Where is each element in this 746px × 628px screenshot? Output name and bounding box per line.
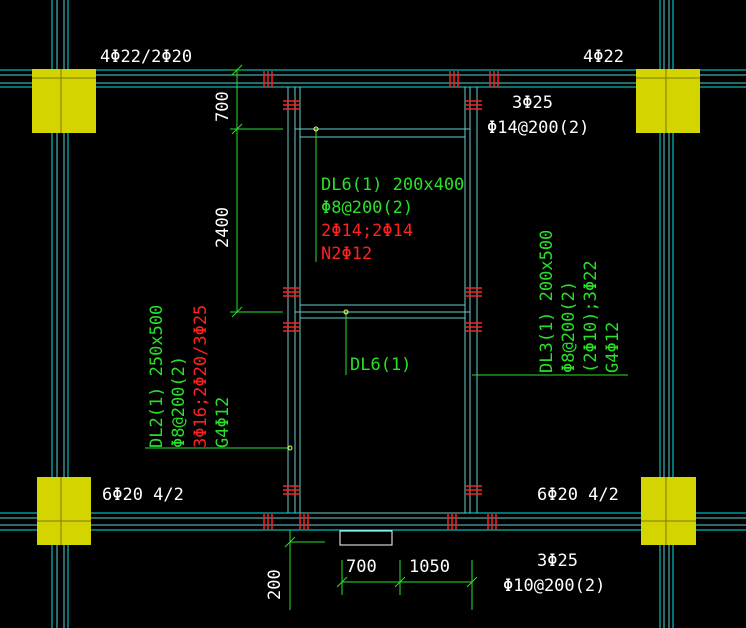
bottom-right-beam-stirrup-label: Φ10@200(2) — [503, 576, 605, 596]
dl6-line4: N2Φ12 — [321, 244, 372, 264]
dl2-line1: DL2(1) 250x500 — [147, 305, 167, 448]
column-top-left[interactable] — [32, 69, 96, 133]
dl3-beam-label[interactable]: DL3(1) 200x500 Φ8@200(2) (2Φ10);3Φ22 G4Φ… — [537, 230, 623, 373]
columns — [32, 69, 700, 545]
dl3-line4: G4Φ12 — [603, 322, 623, 373]
white-annotations: 4Φ22/2Φ20 4Φ22 3Φ25 Φ14@200(2) 6Φ20 4/2 … — [100, 47, 624, 600]
leader-lines — [145, 129, 628, 449]
dl6-short-label[interactable]: DL6(1) — [350, 355, 411, 375]
top-right-beam-top-label: 3Φ25 — [512, 93, 553, 113]
dimension-700-top: 700 — [213, 91, 233, 122]
dl2-line4: G4Φ12 — [213, 397, 233, 448]
dimension-200: 200 — [265, 569, 285, 600]
dimension-2400: 2400 — [213, 207, 233, 248]
dl3-line3: (2Φ10);3Φ22 — [581, 260, 601, 373]
bottom-right-beam-top-label: 3Φ25 — [537, 551, 578, 571]
top-left-rebar-label: 4Φ22/2Φ20 — [100, 47, 192, 67]
column-axis-overlay — [32, 69, 700, 545]
top-right-beam-stirrup-label: Φ14@200(2) — [487, 118, 589, 138]
column-bottom-left[interactable] — [37, 477, 91, 545]
dl3-line1: DL3(1) 200x500 — [537, 230, 557, 373]
column-bottom-right[interactable] — [641, 477, 696, 545]
dimension-700-bottom: 700 — [346, 557, 377, 577]
rebar-ticks — [263, 71, 499, 530]
dl2-line3: 3Φ16;2Φ20/3Φ25 — [191, 305, 211, 448]
bottom-right-rebar-label: 6Φ20 4/2 — [537, 485, 619, 505]
dl6-line3: 2Φ14;2Φ14 — [321, 221, 413, 241]
top-right-rebar-label: 4Φ22 — [583, 47, 624, 67]
bottom-left-rebar-label: 6Φ20 4/2 — [102, 485, 184, 505]
dimension-lines — [230, 64, 478, 610]
dimension-1050: 1050 — [409, 557, 450, 577]
column-top-right[interactable] — [636, 69, 700, 133]
dl3-line2: Φ8@200(2) — [559, 281, 579, 373]
dl6-beam-label[interactable]: DL6(1) 200x400 Φ8@200(2) 2Φ14;2Φ14 N2Φ12 — [321, 175, 464, 264]
leader-dots — [287, 126, 349, 451]
dl6-line2: Φ8@200(2) — [321, 198, 413, 218]
dl6-line1: DL6(1) 200x400 — [321, 175, 464, 195]
dl2-line2: Φ8@200(2) — [169, 356, 189, 448]
dl2-beam-label[interactable]: DL2(1) 250x500 Φ8@200(2) 3Φ16;2Φ20/3Φ25 … — [147, 305, 233, 448]
